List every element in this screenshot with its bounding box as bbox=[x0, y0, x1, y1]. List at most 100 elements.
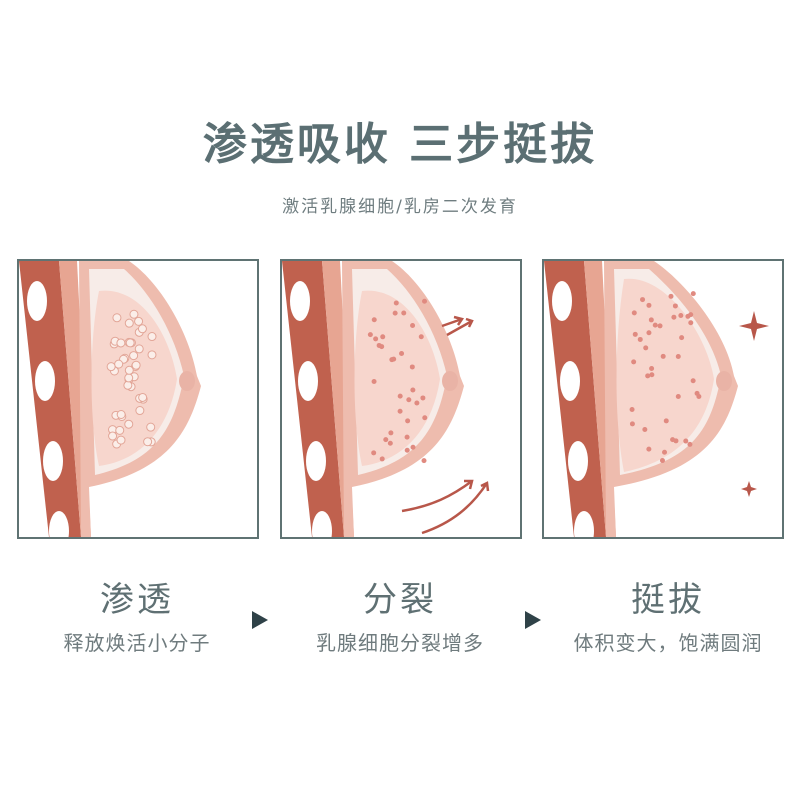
cell-dot bbox=[640, 297, 646, 303]
step-desc: 乳腺细胞分裂增多 bbox=[316, 631, 484, 655]
molecule bbox=[146, 422, 156, 432]
cell-dot bbox=[387, 440, 393, 446]
cell-dot bbox=[659, 458, 665, 464]
molecule bbox=[112, 313, 122, 323]
cell-dot bbox=[663, 418, 669, 424]
cell-dot bbox=[631, 310, 637, 316]
cell-dot bbox=[406, 397, 412, 403]
cell-dot bbox=[649, 372, 655, 378]
step-desc: 体积变大，饱满圆润 bbox=[573, 631, 763, 655]
cell-dot bbox=[645, 373, 651, 379]
cell-dot bbox=[367, 332, 373, 338]
cell-dot bbox=[404, 447, 410, 453]
cell-dot bbox=[629, 421, 635, 427]
arrow-right-icon bbox=[525, 611, 541, 629]
gland bbox=[354, 290, 440, 466]
molecule bbox=[123, 380, 133, 390]
molecule bbox=[124, 373, 134, 383]
cell-dot bbox=[420, 395, 426, 401]
cell-dot bbox=[675, 353, 681, 359]
molecule bbox=[114, 359, 124, 369]
cell-dot bbox=[409, 364, 415, 370]
cell-dot bbox=[675, 393, 681, 399]
step-name: 分裂 bbox=[363, 580, 437, 620]
cell-dot bbox=[404, 434, 410, 440]
rib bbox=[35, 361, 55, 401]
step-2: 分裂 乳腺细胞分裂增多 bbox=[270, 572, 530, 656]
cell-dot bbox=[401, 310, 407, 316]
cell-dot bbox=[683, 438, 689, 444]
cell-dot bbox=[657, 323, 663, 329]
rib bbox=[574, 511, 594, 537]
breast-division-illustration bbox=[282, 261, 490, 537]
cell-dot bbox=[646, 302, 652, 308]
page-subtitle: 激活乳腺细胞/乳房二次发育 bbox=[282, 197, 518, 217]
cell-dot bbox=[688, 312, 694, 318]
rib bbox=[312, 511, 332, 537]
lift-arrow-icon bbox=[401, 315, 490, 535]
step-3: 挺拔 体积变大，饱满圆润 bbox=[538, 572, 798, 656]
molecule bbox=[124, 419, 134, 429]
page-title: 渗透吸收 三步挺拔 bbox=[202, 119, 598, 170]
cell-dot bbox=[373, 336, 379, 342]
cell-dot bbox=[646, 446, 652, 452]
molecule bbox=[116, 435, 126, 445]
rib bbox=[552, 281, 572, 321]
cell-dot bbox=[642, 426, 648, 432]
cell-dot bbox=[694, 390, 700, 396]
cell-dot bbox=[418, 334, 424, 340]
cell-dot bbox=[690, 378, 696, 384]
molecule bbox=[129, 309, 139, 319]
step-1: 渗透 释放焕活小分子 bbox=[7, 572, 267, 656]
molecule bbox=[137, 324, 147, 334]
cell-dot bbox=[399, 351, 405, 357]
rib bbox=[298, 361, 318, 401]
sparkle-icon bbox=[741, 481, 757, 497]
nipple bbox=[179, 371, 195, 391]
cell-dot bbox=[410, 444, 416, 450]
illustration-panel-1 bbox=[17, 259, 259, 539]
molecule bbox=[138, 392, 148, 402]
molecule bbox=[125, 338, 135, 348]
cell-dot bbox=[660, 353, 666, 359]
cell-dot bbox=[414, 400, 420, 406]
cell-dot bbox=[632, 331, 638, 337]
chest-wall bbox=[282, 261, 344, 537]
cell-dot bbox=[422, 415, 428, 421]
cell-dot bbox=[397, 408, 403, 414]
rib bbox=[568, 441, 588, 481]
cell-dot bbox=[652, 322, 658, 328]
nipple bbox=[716, 371, 732, 391]
illustration-panel-3 bbox=[542, 259, 784, 539]
chest-wall bbox=[544, 261, 606, 537]
step-name: 渗透 bbox=[100, 580, 174, 620]
cell-dot bbox=[673, 438, 679, 444]
cell-dot bbox=[672, 303, 678, 309]
gland bbox=[616, 278, 714, 472]
molecule bbox=[115, 425, 125, 435]
cell-dot bbox=[629, 406, 635, 412]
cell-dot bbox=[671, 314, 677, 320]
cell-dot bbox=[690, 291, 696, 297]
cell-dot bbox=[688, 320, 694, 326]
molecule bbox=[134, 344, 144, 354]
cell-dot bbox=[662, 449, 668, 455]
cell-dot bbox=[376, 342, 382, 348]
cell-dot bbox=[679, 335, 685, 341]
cell-dot bbox=[631, 359, 637, 365]
molecule bbox=[106, 362, 116, 372]
rib bbox=[290, 281, 310, 321]
molecule bbox=[135, 406, 145, 416]
molecule bbox=[147, 350, 157, 360]
cell-dot bbox=[637, 336, 643, 342]
cell-dot bbox=[380, 334, 386, 340]
molecule bbox=[116, 409, 126, 419]
cell-dot bbox=[392, 310, 398, 316]
molecule bbox=[124, 318, 134, 328]
cell-dot bbox=[371, 317, 377, 323]
molecule bbox=[131, 360, 141, 370]
cell-dot bbox=[410, 387, 416, 393]
nipple bbox=[442, 371, 458, 391]
cell-dot bbox=[379, 456, 385, 462]
cell-dot bbox=[648, 317, 654, 323]
